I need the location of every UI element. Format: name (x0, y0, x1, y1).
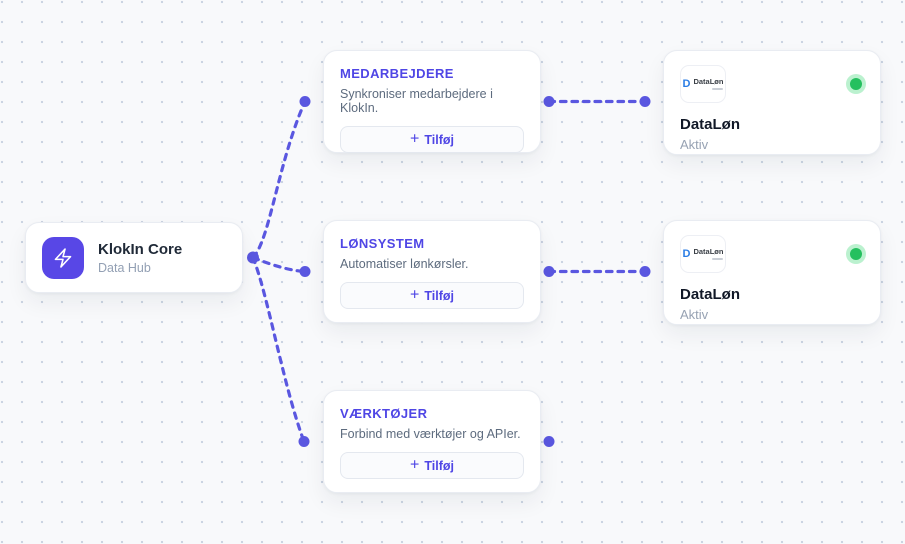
datalon-d-icon: D (682, 77, 691, 90)
plus-icon: + (410, 456, 420, 473)
integration-status: Aktiv (680, 307, 709, 322)
connection-handle-core-out[interactable] (247, 251, 259, 264)
datalon-logo-text: DataLøn (693, 247, 724, 257)
node-lonsystem[interactable]: LØNSYSTEM Automatiser lønkørsler. + Tilf… (323, 220, 541, 323)
tilfoj-label: Tilføj (424, 458, 454, 473)
tilfoj-button-vaerktojer[interactable]: + Tilføj (340, 452, 524, 479)
status-dot-active (850, 248, 862, 260)
plus-icon: + (410, 286, 420, 303)
node-datalon-1[interactable]: D DataLøn DataLøn Aktiv (663, 50, 881, 155)
datalon-logo-subline (712, 257, 724, 260)
datalon-logo: D DataLøn (680, 235, 726, 273)
tilfoj-button-medarbejdere[interactable]: + Tilføj (340, 126, 524, 153)
edge-core-vaerktojer (251, 255, 306, 444)
status-dot-active (850, 78, 862, 90)
datalon-logo: D DataLøn (680, 65, 726, 103)
datalon-logo-text-wrap: DataLøn (693, 77, 724, 90)
plus-icon: + (410, 130, 420, 147)
category-title: VÆRKTØJER (340, 406, 428, 421)
category-description: Forbind med værktøjer og APIer. (340, 427, 521, 441)
datalon-d-icon: D (682, 247, 691, 260)
node-datalon-2[interactable]: D DataLøn DataLøn Aktiv (663, 220, 881, 325)
bolt-icon (42, 236, 84, 279)
category-description: Automatiser lønkørsler. (340, 257, 469, 271)
integration-name: DataLøn (680, 116, 740, 133)
connection-handle-datalon2-in[interactable] (639, 266, 651, 277)
datalon-logo-text-wrap: DataLøn (693, 247, 724, 260)
connection-handle-vaerktojer-in[interactable] (298, 436, 310, 447)
connection-handle-lonsystem-out[interactable] (543, 266, 555, 277)
connection-handle-lonsystem-in[interactable] (299, 266, 311, 277)
datalon-logo-subline (712, 87, 724, 90)
category-description: Synkroniser medarbejdere i KlokIn. (340, 87, 493, 115)
connection-handle-medarbejdere-in[interactable] (299, 96, 311, 107)
core-text-block: KlokIn Core Data Hub (98, 241, 182, 275)
core-subtitle: Data Hub (98, 260, 151, 275)
integration-name: DataLøn (680, 286, 740, 303)
category-title: LØNSYSTEM (340, 236, 425, 251)
connection-handle-vaerktojer-out[interactable] (543, 436, 555, 447)
node-medarbejdere[interactable]: MEDARBEJDERE Synkroniser medarbejdere i … (323, 50, 541, 153)
tilfoj-button-lonsystem[interactable]: + Tilføj (340, 282, 524, 309)
node-vaerktojer[interactable]: VÆRKTØJER Forbind med værktøjer og APIer… (323, 390, 541, 493)
tilfoj-label: Tilføj (424, 288, 454, 303)
core-title: KlokIn Core (98, 240, 183, 258)
datalon-logo-text: DataLøn (693, 77, 724, 87)
tilfoj-label: Tilføj (424, 132, 454, 147)
category-title: MEDARBEJDERE (340, 66, 454, 81)
integration-status: Aktiv (680, 137, 709, 152)
edge-core-medarbejdere (251, 99, 307, 260)
edge-core-lonsystem (251, 255, 307, 274)
connection-handle-medarbejdere-out[interactable] (543, 96, 555, 107)
connection-handle-datalon1-in[interactable] (639, 96, 651, 107)
node-klokin-core[interactable]: KlokIn Core Data Hub (25, 222, 243, 293)
